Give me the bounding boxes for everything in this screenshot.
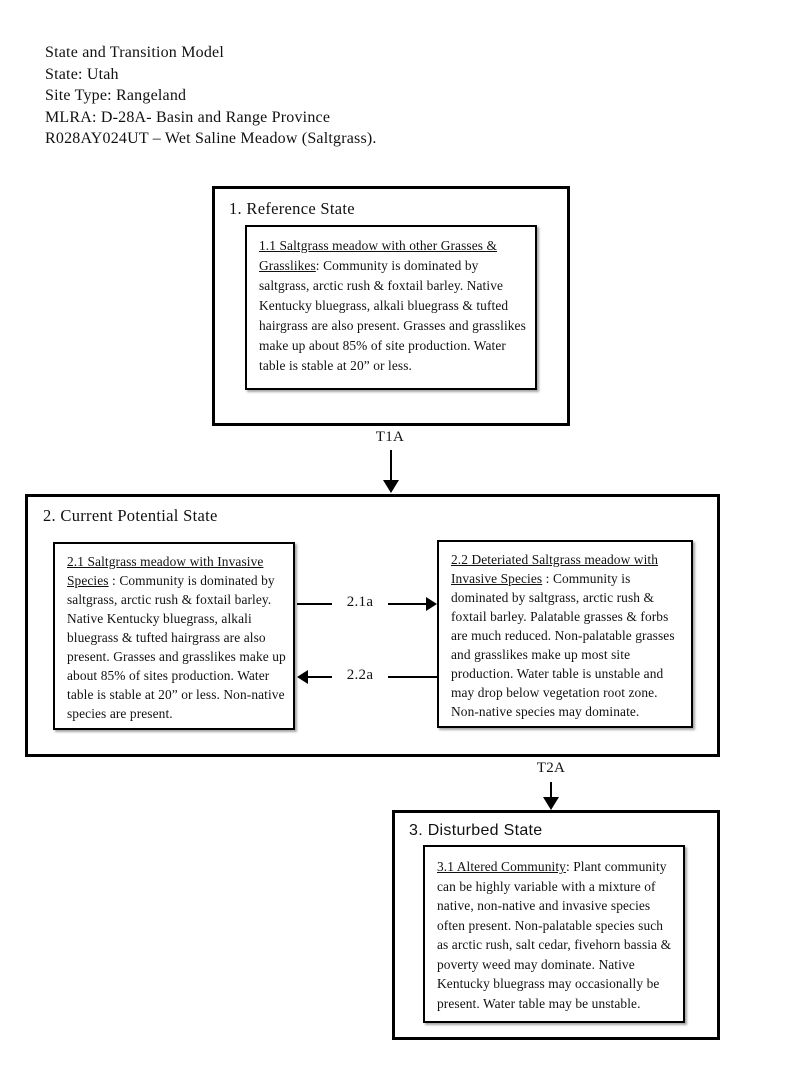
t1a-arrowhead-icon xyxy=(383,480,399,493)
doc-title-line: State and Transition Model xyxy=(45,44,224,61)
community-text-1-1: 1.1 Saltgrass meadow with other Grasses … xyxy=(247,227,535,376)
community-box-2-2: 2.2 Deteriated Saltgrass meadow with Inv… xyxy=(437,540,693,728)
community-body-2-1: Community is dominated by saltgrass, arc… xyxy=(67,573,286,721)
community-heading-3-1: 3.1 Altered Community xyxy=(437,859,566,874)
community-heading-2-2: 2.2 Deteriated Saltgrass meadow with Inv… xyxy=(451,552,659,586)
state-title-current-potential: 2. Current Potential State xyxy=(43,506,218,525)
community-body-1-1: Community is dominated by saltgrass, arc… xyxy=(259,258,526,373)
community-sep-2-1: : xyxy=(108,573,120,588)
transition-label-t2a: T2A xyxy=(522,760,580,777)
community-text-2-2: 2.2 Deteriated Saltgrass meadow with Inv… xyxy=(439,542,691,721)
doc-site-type-line: Site Type: Rangeland xyxy=(45,87,187,104)
doc-state-line: State: Utah xyxy=(45,65,119,83)
community-sep-1-1: : xyxy=(315,258,324,273)
community-box-1-1: 1.1 Saltgrass meadow with other Grasses … xyxy=(245,225,537,390)
t2a-arrow-line xyxy=(550,782,552,799)
state-title-reference: 1. Reference State xyxy=(229,199,355,218)
community-heading-1-1: 1.1 Saltgrass meadow with other Grasses … xyxy=(259,238,498,273)
state-title-disturbed: 3. Disturbed State xyxy=(409,822,543,839)
community-heading-2-1: 2.1 Saltgrass meadow with Invasive Speci… xyxy=(67,554,264,588)
community-text-2-1: 2.1 Saltgrass meadow with Invasive Speci… xyxy=(55,544,293,723)
t2a-arrowhead-icon xyxy=(543,797,559,810)
community-sep-2-2: : xyxy=(542,571,553,586)
document-header: State and Transition Model State: Utah S… xyxy=(45,42,377,150)
doc-site-id-line: R028AY024UT – Wet Saline Meadow (Saltgra… xyxy=(45,130,377,147)
community-box-3-1: 3.1 Altered Community: Plant community c… xyxy=(423,845,685,1023)
community-body-2-2: Community is dominated by saltgrass, arc… xyxy=(451,571,675,719)
community-box-2-1: 2.1 Saltgrass meadow with Invasive Speci… xyxy=(53,542,295,730)
pathway-21a-arrowhead-icon xyxy=(426,597,437,611)
transition-label-t1a: T1A xyxy=(360,429,420,446)
pathway-22a-arrowhead-icon xyxy=(297,670,308,684)
community-body-3-1: Plant community can be highly variable w… xyxy=(437,859,672,1011)
pathway-label-22a: 2.2a xyxy=(332,667,388,684)
community-sep-3-1: : xyxy=(565,859,574,874)
doc-mlra-line: MLRA: D-28A- Basin and Range Province xyxy=(45,108,331,126)
t1a-arrow-line xyxy=(390,450,392,481)
community-text-3-1: 3.1 Altered Community: Plant community c… xyxy=(425,847,683,1013)
pathway-label-21a: 2.1a xyxy=(332,594,388,611)
